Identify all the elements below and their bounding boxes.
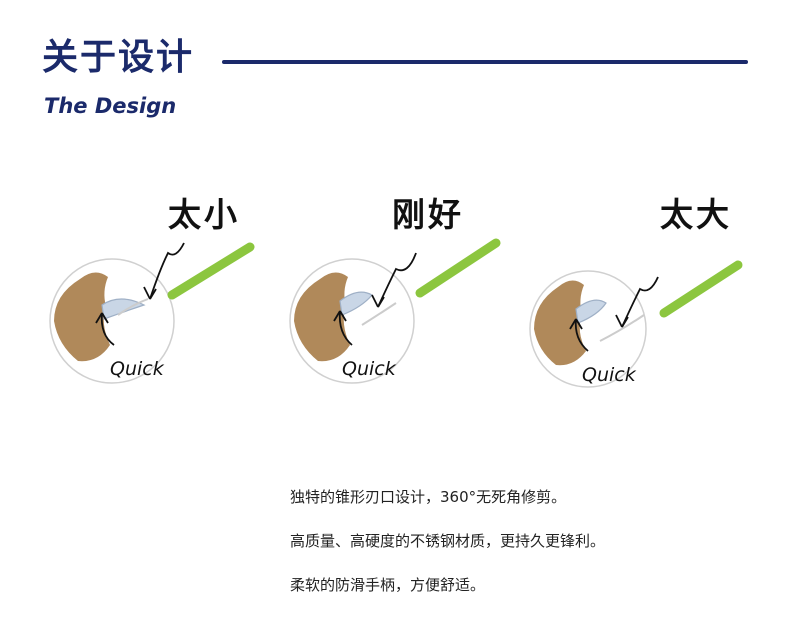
dog-nail bbox=[101, 298, 146, 320]
section-title: 关于设计 bbox=[42, 37, 195, 78]
panel-label-too-large: 太大 bbox=[660, 195, 732, 234]
dog-paw-fur bbox=[54, 272, 110, 362]
clipper-blade bbox=[117, 298, 149, 316]
panel-just-right: Quick 刚好 bbox=[280, 195, 520, 405]
quick-arrow-head bbox=[333, 310, 347, 322]
pointer-arrow-head bbox=[615, 314, 629, 328]
quick-annotation: Quick bbox=[110, 358, 165, 380]
clipper-illustration-small: Quick bbox=[49, 242, 255, 384]
clipper-illustration-large: Quick bbox=[529, 260, 743, 388]
dog-paw-fur bbox=[534, 280, 586, 366]
title-divider bbox=[222, 60, 748, 64]
panel-label-just-right: 刚好 bbox=[392, 195, 464, 234]
panel-label-too-small: 太小 bbox=[168, 195, 240, 234]
clipper-illustration-right: Quick bbox=[289, 238, 501, 384]
quick-arrow-line bbox=[574, 318, 589, 352]
clipper-handle bbox=[659, 260, 743, 318]
pointer-arrow-line bbox=[149, 242, 185, 300]
pointer-arrow-line bbox=[621, 276, 659, 328]
quick-arrow-head bbox=[569, 318, 583, 330]
clipper-blade bbox=[361, 302, 397, 326]
clipper-handle bbox=[415, 238, 501, 298]
pointer-arrow-head bbox=[143, 286, 157, 300]
quick-annotation: Quick bbox=[582, 364, 637, 386]
section-subtitle: The Design bbox=[44, 94, 177, 118]
quick-arrow-line bbox=[100, 312, 115, 346]
quick-arrow-head bbox=[95, 312, 109, 324]
feature-description-blade: 独特的锥形刃口设计，360°无死角修剪。 bbox=[290, 488, 567, 506]
quick-annotation: Quick bbox=[342, 358, 397, 380]
panel-too-large: Quick 太大 bbox=[520, 195, 760, 405]
pointer-arrow-line bbox=[377, 252, 417, 308]
pointer-arrow-head bbox=[371, 294, 385, 308]
dog-nail bbox=[575, 299, 607, 324]
feature-description-material: 高质量、高硬度的不锈钢材质，更持久更锋利。 bbox=[290, 532, 606, 550]
clipper-blade bbox=[599, 314, 645, 342]
clipper-handle bbox=[167, 242, 255, 300]
dog-paw-fur bbox=[294, 272, 350, 362]
quick-arrow-line bbox=[338, 310, 353, 346]
feature-description-handle: 柔软的防滑手柄，方便舒适。 bbox=[290, 576, 486, 594]
panel-too-small: Quick 太小 bbox=[40, 195, 280, 405]
